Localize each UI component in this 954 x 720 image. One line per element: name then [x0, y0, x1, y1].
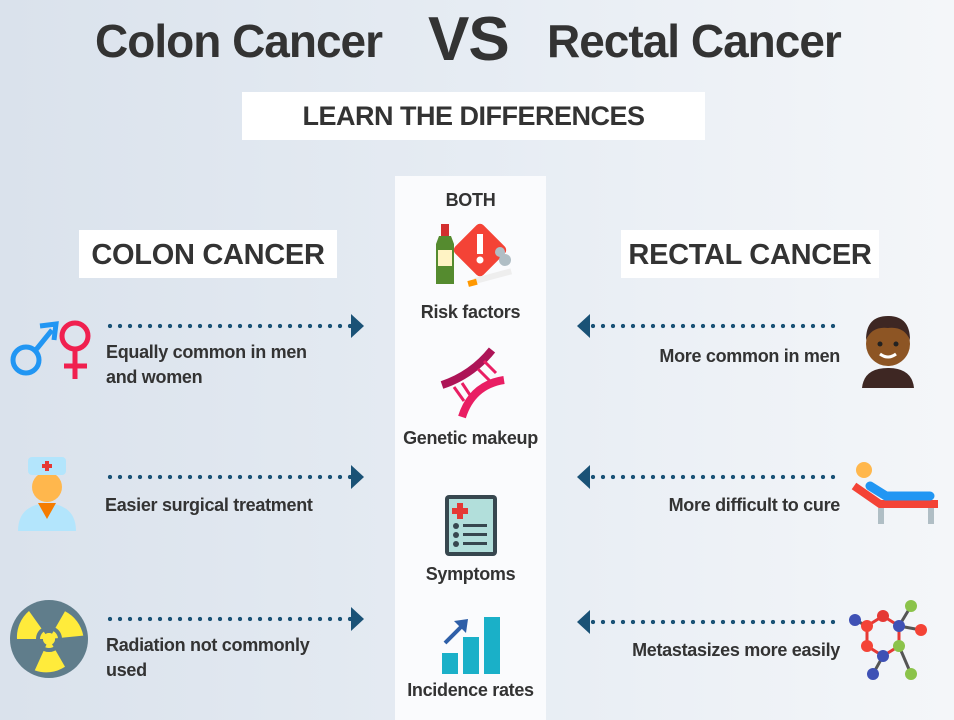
arrow-dots [105, 616, 353, 622]
colon-header: COLON CANCER [79, 230, 337, 278]
radiation-icon [10, 600, 88, 678]
title-colon: Colon Cancer [95, 15, 383, 67]
gender-icon [10, 320, 91, 379]
rectal-header: RECTAL CANCER [621, 230, 879, 278]
bar-chart-icon [442, 617, 500, 674]
both-label-genetic: Genetic makeup [403, 428, 538, 448]
risk-factors-icon [436, 223, 513, 287]
rectal-text-1: More common in men [659, 346, 840, 366]
arrow-left-icon [577, 610, 590, 634]
rectal-text-3: Metastasizes more easily [632, 640, 840, 660]
arrow-dots [105, 323, 353, 329]
title-rectal: Rectal Cancer [547, 15, 842, 67]
molecule-icon [849, 600, 927, 680]
dna-icon [440, 347, 505, 419]
both-header: BOTH [445, 190, 496, 210]
colon-text-3a: Radiation not commonly [106, 635, 310, 655]
colon-text-3b: used [106, 660, 147, 680]
arrow-dots [588, 474, 836, 480]
both-label-incidence: Incidence rates [407, 680, 534, 700]
arrow-dots [588, 619, 836, 625]
arrow-right-icon [351, 607, 364, 631]
arrow-left-icon [577, 465, 590, 489]
arrow-right-icon [351, 465, 364, 489]
rectal-text-2: More difficult to cure [668, 495, 841, 515]
title-vs: VS [428, 5, 510, 74]
arrow-left-icon [577, 314, 590, 338]
arrow-dots [588, 323, 836, 329]
patient-bed-icon [851, 462, 938, 524]
colon-text-2: Easier surgical treatment [105, 495, 313, 515]
man-icon [862, 316, 914, 388]
subtitle: LEARN THE DIFFERENCES [242, 92, 705, 140]
both-label-risk: Risk factors [420, 302, 521, 322]
colon-text-1b: and women [106, 367, 203, 387]
clipboard-icon [445, 495, 497, 556]
surgeon-icon [18, 457, 76, 531]
both-label-symptoms: Symptoms [425, 564, 516, 584]
arrow-right-icon [351, 314, 364, 338]
colon-text-1a: Equally common in men [106, 342, 307, 362]
arrow-dots [105, 474, 353, 480]
